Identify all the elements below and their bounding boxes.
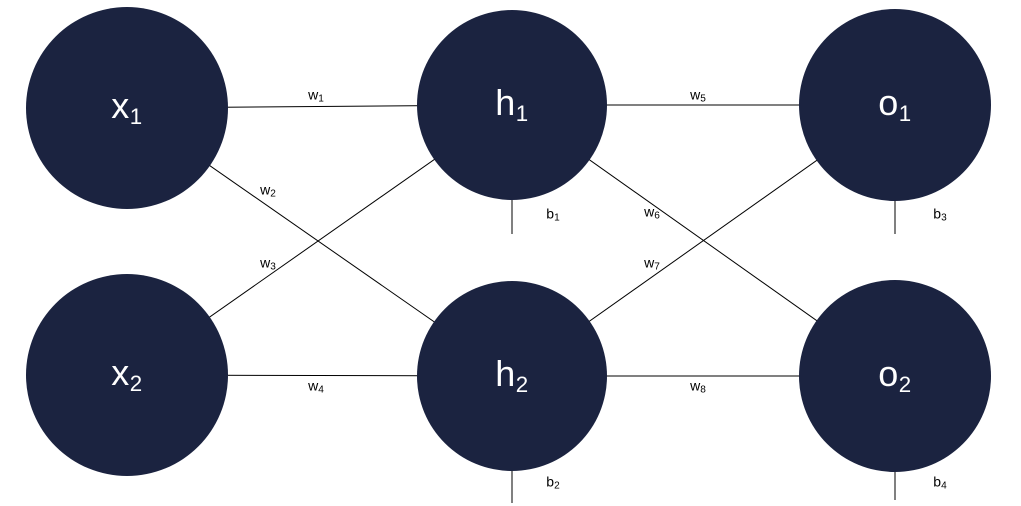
- weight-label-w5: w5: [690, 86, 706, 105]
- node-h2-circle: [417, 281, 607, 471]
- node-label-x2: x2: [111, 352, 142, 395]
- node-label-x1-sub: 1: [129, 103, 143, 129]
- weight-label-w4: w4: [308, 377, 324, 396]
- bias-label-b3: b3: [933, 205, 947, 224]
- node-label-h2-sub: 2: [515, 371, 529, 397]
- node-label-x2-sub: 2: [129, 370, 143, 396]
- bias-label-b4: b4: [933, 473, 947, 492]
- weight-label-w2: w2: [260, 181, 276, 200]
- node-circles: [26, 7, 991, 476]
- weight-label-w8: w8: [690, 377, 706, 396]
- bias-label-b4-sub: 4: [941, 480, 947, 492]
- weight-label-w7-base: w: [644, 254, 655, 271]
- node-o1-circle: [799, 9, 991, 201]
- weight-label-w4-sub: 4: [318, 384, 324, 396]
- node-x1-circle: [26, 7, 228, 209]
- node-label-o1: o1: [878, 82, 911, 125]
- weight-label-w7: w7: [644, 254, 660, 273]
- node-h1-circle: [417, 10, 607, 200]
- weight-label-w6-sub: 6: [654, 210, 660, 222]
- weight-label-w7-sub: 7: [654, 261, 660, 273]
- weight-label-w1: w1: [308, 86, 324, 105]
- bias-label-b1-sub: 1: [554, 212, 560, 224]
- weight-label-w2-base: w: [260, 181, 271, 198]
- weight-label-w5-base: w: [690, 86, 701, 103]
- weight-label-w1-base: w: [308, 86, 319, 103]
- weight-label-w1-sub: 1: [318, 93, 324, 105]
- node-x2-circle: [26, 274, 228, 476]
- node-label-o1-base: o: [878, 82, 899, 124]
- weight-label-w2-sub: 2: [270, 188, 276, 200]
- bias-lines: [511, 200, 896, 503]
- weight-label-w4-base: w: [308, 377, 319, 394]
- weight-label-w8-base: w: [690, 377, 701, 394]
- bias-label-b3-base: b: [933, 205, 942, 222]
- node-label-h1: h1: [495, 82, 528, 125]
- weight-label-w8-sub: 8: [700, 384, 706, 396]
- bias-label-b2: b2: [546, 473, 560, 492]
- weight-label-w6: w6: [644, 203, 660, 222]
- weight-label-w5-sub: 5: [700, 93, 706, 105]
- bias-label-b1-base: b: [546, 205, 555, 222]
- bias-label-b1: b1: [546, 205, 560, 224]
- node-o2-circle: [799, 280, 991, 472]
- node-label-o2-sub: 2: [898, 371, 912, 397]
- node-label-o2: o2: [878, 353, 911, 396]
- weight-label-w3: w3: [260, 254, 276, 273]
- node-label-h1-base: h: [495, 82, 516, 124]
- weight-label-w3-base: w: [260, 254, 271, 271]
- node-label-x1: x1: [111, 85, 142, 128]
- bias-label-b2-base: b: [546, 473, 555, 490]
- bias-label-b3-sub: 3: [941, 212, 947, 224]
- bias-label-b2-sub: 2: [554, 480, 560, 492]
- node-label-x1-base: x: [111, 85, 130, 127]
- weight-label-w3-sub: 3: [270, 261, 276, 273]
- node-label-x2-base: x: [111, 352, 130, 394]
- node-label-h2: h2: [495, 353, 528, 396]
- bias-label-b4-base: b: [933, 473, 942, 490]
- weight-label-w6-base: w: [644, 203, 655, 220]
- node-label-o1-sub: 1: [898, 100, 912, 126]
- node-label-o2-base: o: [878, 353, 899, 395]
- node-label-h1-sub: 1: [515, 100, 529, 126]
- node-label-h2-base: h: [495, 353, 516, 395]
